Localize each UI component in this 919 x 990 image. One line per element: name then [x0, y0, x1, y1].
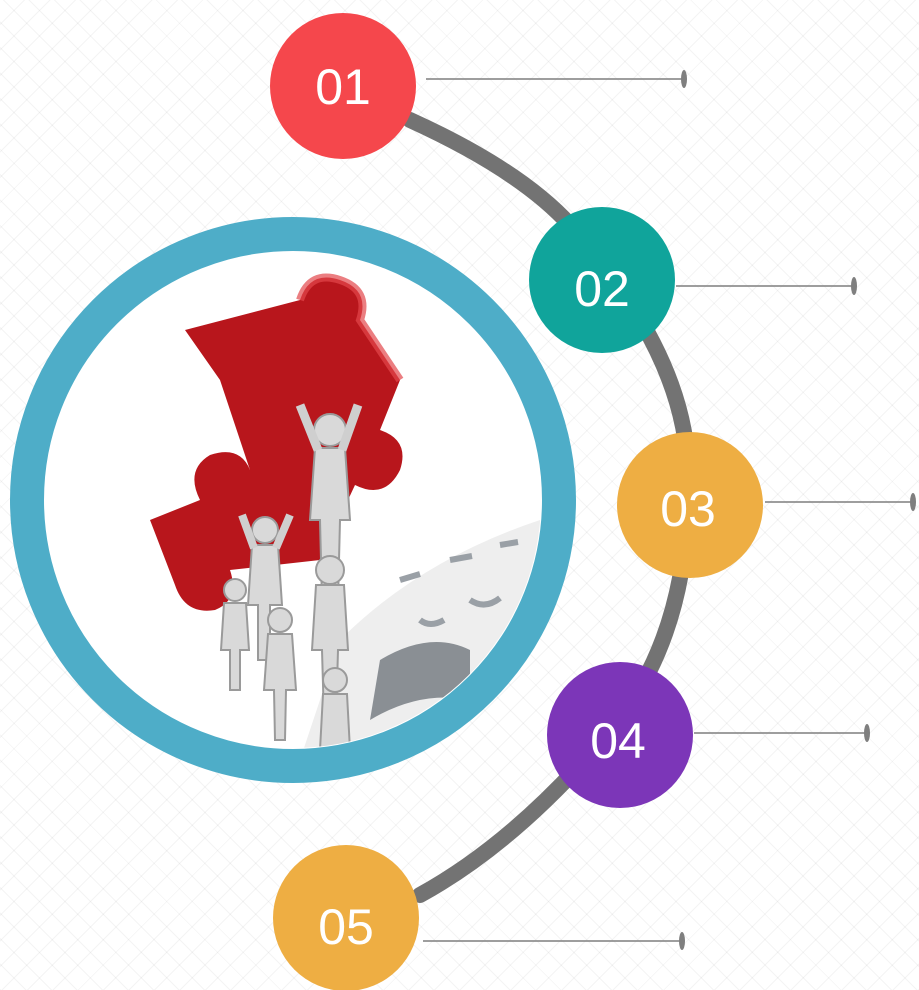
step-circle-01: 01 [270, 13, 416, 159]
connector-line-01 [426, 70, 687, 88]
step-label-05: 05 [318, 899, 374, 955]
step-label-01: 01 [315, 59, 371, 115]
connector-line-05 [423, 932, 685, 950]
step-circle-04: 04 [547, 662, 693, 808]
teamwork-puzzle-image [27, 234, 560, 766]
connector-line-02 [676, 277, 857, 295]
step-label-02: 02 [574, 261, 630, 317]
connector-line-03 [765, 493, 916, 511]
step-circle-05: 05 [273, 845, 419, 990]
step-circle-03: 03 [617, 432, 763, 578]
step-label-03: 03 [660, 481, 716, 537]
connector-line-04 [694, 724, 870, 742]
step-label-04: 04 [590, 713, 646, 769]
step-circle-02: 02 [529, 207, 675, 353]
